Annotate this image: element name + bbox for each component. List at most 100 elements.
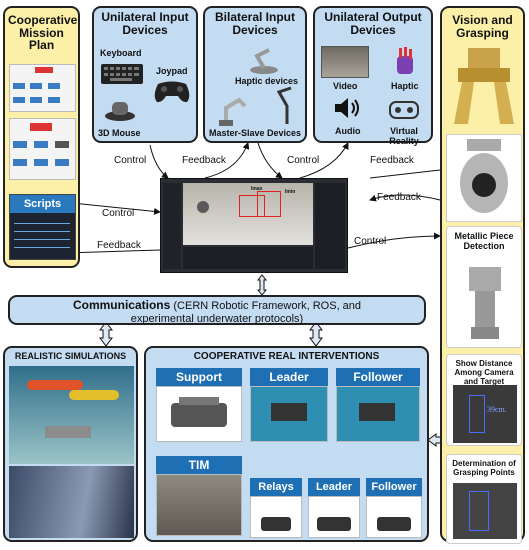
mission-plan-title: Cooperative Mission Plan — [8, 13, 78, 53]
follower-image-2 — [366, 496, 422, 538]
haptic-device-icon — [250, 48, 278, 74]
follower-robot-2 — [377, 517, 411, 531]
audio-label: Audio — [335, 126, 361, 136]
edge-label-control-4: Control — [354, 236, 387, 247]
follower-tile-1: Follower — [336, 368, 420, 386]
grasping-card: Determination of Grasping Points — [446, 454, 522, 544]
vr-label: Virtual Reality — [389, 126, 419, 146]
arrow-control-vision — [347, 232, 441, 249]
follower-tile-2: Follower — [366, 478, 422, 496]
sim-robot-1 — [27, 380, 83, 390]
double-arrow-comms-sim — [99, 321, 113, 347]
arrow-feedback-output — [299, 142, 349, 179]
edge-label-feedback-1: Feedback — [182, 155, 226, 166]
relays-image — [250, 496, 302, 538]
haptic-glove-icon — [397, 47, 413, 74]
edge-label-control-3: Control — [102, 208, 135, 219]
gui-detection-box-2 — [257, 191, 281, 217]
gui-detection-box-1 — [239, 195, 265, 217]
sim-pipe — [45, 426, 91, 438]
grasping-image — [453, 483, 517, 539]
real-interventions-title: COOPERATIVE REAL INTERVENTIONS — [193, 351, 380, 362]
flowchart-image-2 — [9, 118, 76, 180]
leader-image-1 — [250, 386, 328, 442]
master-arm-icon — [276, 86, 292, 124]
leader-robot-2 — [317, 517, 351, 531]
edge-label-control-2: Control — [287, 155, 320, 166]
arrow-control-scripts — [71, 202, 161, 215]
bilateral-input-panel: Bilateral Input Devices Haptic devices M… — [203, 6, 307, 143]
scripts-label: Scripts — [10, 195, 75, 213]
edge-label-control-1: Control — [114, 155, 147, 166]
simulations-panel: REALISTIC SIMULATIONS — [3, 346, 138, 542]
underwater-sim-image — [9, 366, 134, 464]
leader-tile-1: Leader — [250, 368, 328, 386]
robot-arm-icon — [219, 97, 247, 126]
arrow-vision-top — [369, 169, 441, 179]
gui-label-a: Imax — [251, 186, 263, 192]
support-image — [156, 386, 242, 442]
gui-label-b: Imin — [285, 189, 296, 195]
haptic-devices-label: Haptic devices — [235, 76, 299, 86]
relays-tile: Relays — [250, 478, 302, 496]
unilateral-input-title: Unilateral Input Devices — [101, 10, 189, 37]
tim-tile: TIM — [156, 456, 242, 474]
3d-mouse-label: 3D Mouse — [98, 128, 141, 138]
communications-line2: experimental underwater protocols) — [130, 313, 304, 325]
arrow-feedback-vision — [369, 194, 441, 202]
distance-image: 39cm. — [453, 385, 517, 443]
communications-line1: (CERN Robotic Framework, ROS, and — [170, 300, 362, 312]
3d-mouse-icon — [105, 102, 135, 121]
gui-camera-view: Imax Imin — [183, 183, 313, 245]
unilateral-output-title: Unilateral Output Devices — [324, 10, 422, 37]
video-label: Video — [333, 81, 358, 91]
grasping-label: Determination of Grasping Points — [452, 459, 516, 477]
grasp-bbox — [469, 491, 489, 531]
gui-bottom-panel — [183, 247, 313, 269]
sim-robot-2 — [69, 390, 119, 400]
master-slave-label: Master-Slave Devices — [208, 128, 302, 138]
flowchart-image-1 — [9, 64, 76, 112]
gui-object — [197, 201, 209, 213]
gui-right-toolbar — [315, 183, 345, 269]
distance-card: Show Distance Among Camera and Target 39… — [446, 354, 522, 446]
support-tile: Support — [156, 368, 242, 386]
arrow-control-unilateral-input — [149, 144, 169, 179]
arrow-control-bilateral — [257, 142, 283, 179]
haptic-output-label: Haptic — [391, 81, 419, 91]
double-arrow-comms-real — [309, 321, 323, 347]
relay-robot — [261, 517, 291, 531]
bilateral-input-title: Bilateral Input Devices — [214, 10, 295, 37]
scripts-block: Scripts — [9, 194, 76, 260]
follower-image-1 — [336, 386, 420, 442]
leader-robot-1 — [271, 403, 307, 421]
metallic-piece-card: Metallic Piece Detection — [446, 226, 522, 348]
target-bbox — [469, 395, 485, 433]
follower-robot-1 — [359, 403, 395, 421]
metallic-piece-label: Metallic Piece Detection — [454, 231, 514, 251]
unilateral-input-panel: Unilateral Input Devices Keyboard Joypad… — [92, 6, 198, 143]
double-arrow-comms-gui — [256, 274, 268, 296]
leader-image-2 — [308, 496, 360, 538]
video-thumbnail — [321, 46, 369, 78]
arrow-feedback-scripts — [64, 249, 161, 257]
distance-value: 39cm. — [487, 405, 507, 414]
tim-image — [156, 474, 242, 536]
vr-headset-icon — [389, 101, 419, 119]
simulations-title: REALISTIC SIMULATIONS — [14, 351, 127, 361]
real-interventions-panel: COOPERATIVE REAL INTERVENTIONS Support L… — [144, 346, 429, 542]
joypad-label: Joypad — [156, 66, 188, 76]
edge-label-feedback-4: Feedback — [377, 192, 421, 203]
gui-screenshot: Imax Imin — [160, 178, 348, 273]
leader-tile-2: Leader — [308, 478, 360, 496]
gripper-image — [454, 48, 514, 124]
speaker-icon — [335, 98, 359, 118]
code-lines — [14, 219, 70, 255]
edge-label-feedback-3: Feedback — [97, 240, 141, 251]
keyboard-icon — [101, 64, 143, 84]
unilateral-output-panel: Unilateral Output Devices Video Haptic A… — [313, 6, 433, 146]
vision-panel: Vision and Grasping Metallic Piece Detec… — [440, 6, 525, 544]
metallic-piece-image — [469, 267, 501, 339]
mission-plan-panel: Cooperative Mission Plan Scripts — [3, 6, 80, 268]
